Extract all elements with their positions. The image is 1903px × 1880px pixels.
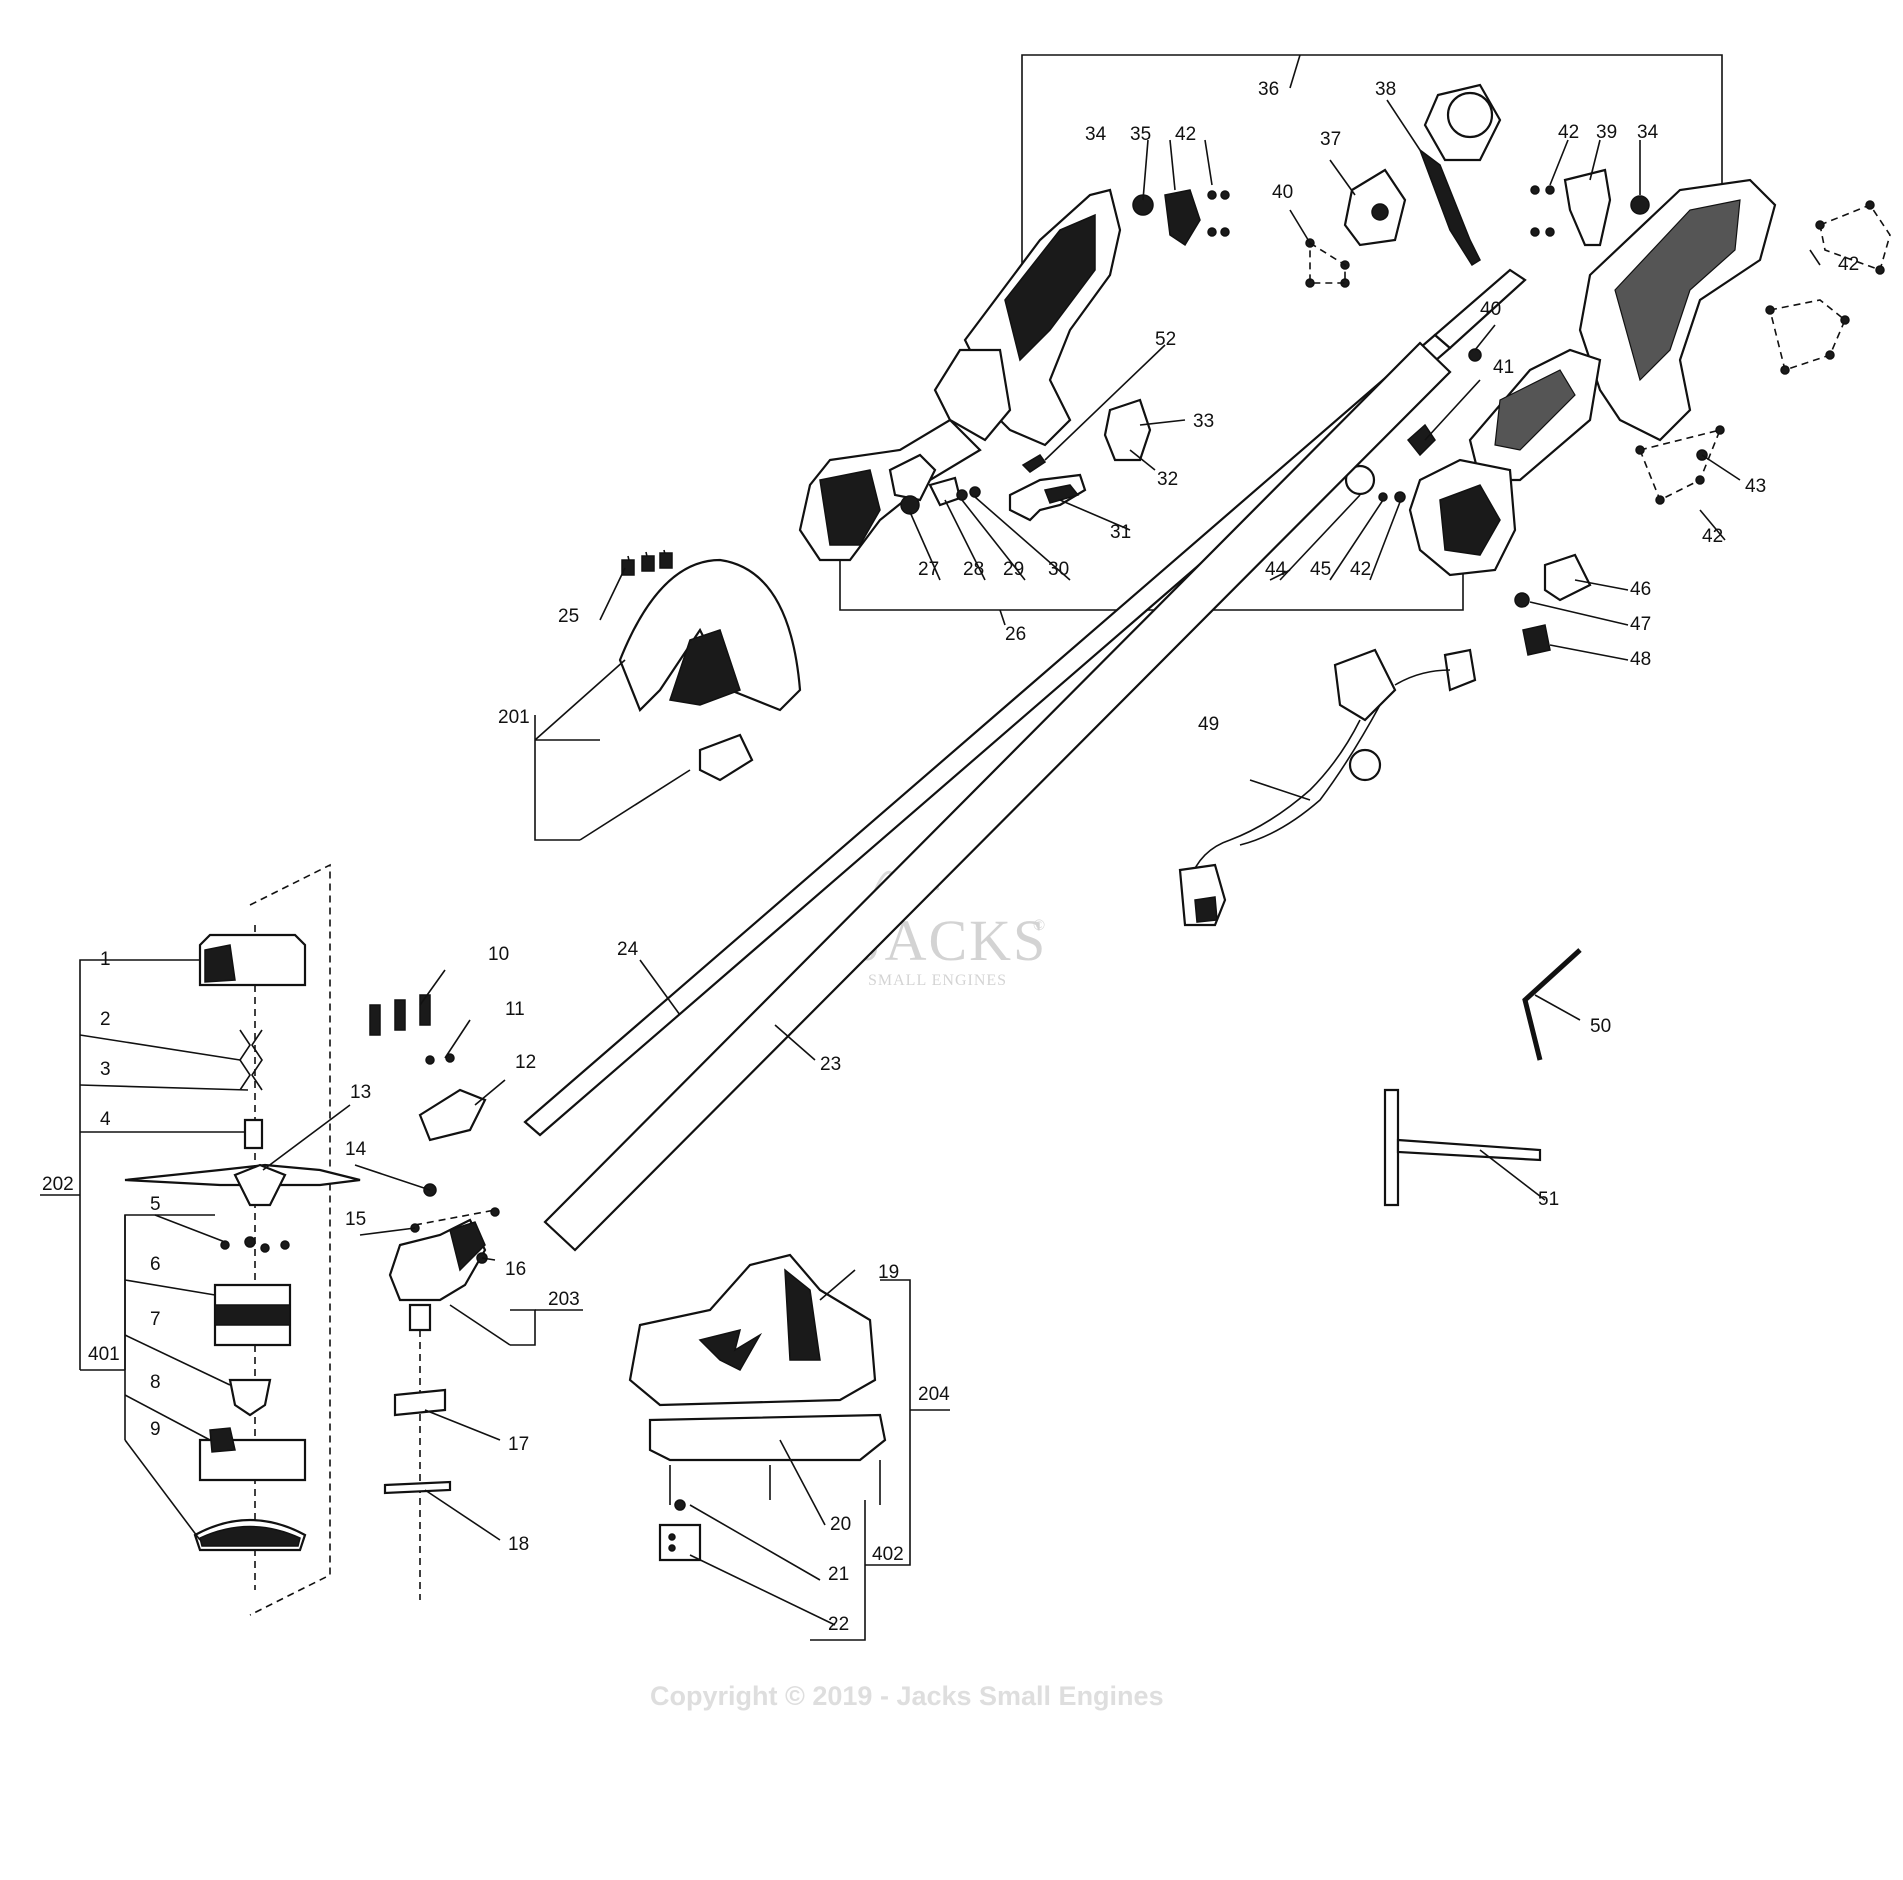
callout-41: 41 bbox=[1493, 357, 1514, 378]
callout-51: 51 bbox=[1538, 1189, 1559, 1210]
callout-13: 13 bbox=[350, 1082, 371, 1103]
copyright-text: Copyright © 2019 - Jacks Small Engines bbox=[650, 1681, 1164, 1711]
callout-50: 50 bbox=[1590, 1016, 1611, 1037]
callout-49: 49 bbox=[1198, 714, 1219, 735]
callout-40: 40 bbox=[1272, 182, 1293, 203]
assist-handle bbox=[618, 549, 802, 782]
callout-37: 37 bbox=[1320, 129, 1341, 150]
callout-11: 11 bbox=[505, 999, 525, 1020]
callout-42-right: 42 bbox=[1558, 122, 1579, 143]
callout-28: 28 bbox=[963, 559, 984, 580]
callout-46: 46 bbox=[1630, 579, 1651, 600]
callout-1: 1 bbox=[100, 949, 111, 970]
callout-30: 30 bbox=[1048, 559, 1069, 580]
callout-22: 22 bbox=[828, 1614, 849, 1635]
callout-34-right: 34 bbox=[1637, 122, 1659, 143]
grass-guard bbox=[628, 1253, 887, 1562]
callout-42-far: 42 bbox=[1838, 254, 1859, 275]
shafts bbox=[523, 268, 1527, 1252]
watermark-logo-copyright: © bbox=[1033, 917, 1046, 934]
callout-26: 26 bbox=[1005, 624, 1026, 645]
callout-44: 44 bbox=[1265, 559, 1287, 580]
callout-45: 45 bbox=[1310, 559, 1331, 580]
callout-32: 32 bbox=[1157, 469, 1178, 490]
callout-402: 402 bbox=[872, 1544, 904, 1565]
callout-10: 10 bbox=[488, 944, 509, 965]
callout-2: 2 bbox=[100, 1009, 111, 1030]
callout-204: 204 bbox=[918, 1384, 950, 1405]
housing-frame bbox=[839, 54, 1723, 626]
callout-43: 43 bbox=[1745, 476, 1766, 497]
right-housing-half bbox=[1408, 178, 1777, 577]
callout-12: 12 bbox=[515, 1052, 536, 1073]
callout-labels: 36 38 34 35 42 37 40 42 39 34 42 40 52 4… bbox=[42, 79, 1859, 1635]
callout-34: 34 bbox=[1085, 124, 1107, 145]
callout-48: 48 bbox=[1630, 649, 1651, 670]
callout-42-collar: 42 bbox=[1350, 559, 1371, 580]
callout-35: 35 bbox=[1130, 124, 1151, 145]
callout-18: 18 bbox=[508, 1534, 529, 1555]
callout-33: 33 bbox=[1193, 411, 1214, 432]
callout-8: 8 bbox=[150, 1372, 161, 1393]
left-housing-half bbox=[798, 188, 1122, 562]
callout-27: 27 bbox=[918, 559, 939, 580]
callout-6: 6 bbox=[150, 1254, 161, 1275]
callout-38: 38 bbox=[1375, 79, 1396, 100]
trimmer-head bbox=[124, 863, 361, 1616]
callout-9: 9 bbox=[150, 1419, 161, 1440]
callout-36: 36 bbox=[1258, 79, 1279, 100]
callout-15: 15 bbox=[345, 1209, 366, 1230]
tools bbox=[1383, 948, 1582, 1207]
callout-17: 17 bbox=[508, 1434, 529, 1455]
callout-201: 201 bbox=[498, 707, 530, 728]
watermark-logo-subtext: SMALL ENGINES bbox=[868, 972, 1007, 989]
callout-4: 4 bbox=[100, 1109, 111, 1130]
callout-39: 39 bbox=[1596, 122, 1617, 143]
wiring-harness bbox=[1178, 648, 1477, 927]
callout-21: 21 bbox=[828, 1564, 849, 1585]
callout-24: 24 bbox=[617, 939, 639, 960]
callout-31: 31 bbox=[1110, 522, 1131, 543]
callout-203: 203 bbox=[548, 1289, 580, 1310]
callout-202: 202 bbox=[42, 1174, 74, 1195]
callout-25: 25 bbox=[558, 606, 579, 627]
internal-parts bbox=[900, 83, 1891, 656]
callout-16: 16 bbox=[505, 1259, 526, 1280]
callout-401: 401 bbox=[88, 1344, 120, 1365]
callout-3: 3 bbox=[100, 1059, 111, 1080]
callout-14: 14 bbox=[345, 1139, 367, 1160]
leader-lines bbox=[154, 99, 1821, 1626]
callout-52: 52 bbox=[1155, 329, 1176, 350]
callout-7: 7 bbox=[150, 1309, 161, 1330]
callout-23: 23 bbox=[820, 1054, 841, 1075]
callout-29: 29 bbox=[1003, 559, 1024, 580]
callout-42-lower: 42 bbox=[1702, 526, 1723, 547]
callout-42-top: 42 bbox=[1175, 124, 1196, 145]
callout-19: 19 bbox=[878, 1262, 899, 1283]
callout-47: 47 bbox=[1630, 614, 1651, 635]
callout-5: 5 bbox=[150, 1194, 161, 1215]
callout-20: 20 bbox=[830, 1514, 851, 1535]
callout-40-mid: 40 bbox=[1480, 299, 1501, 320]
gear-head bbox=[369, 994, 500, 1600]
group-brackets bbox=[40, 659, 950, 1641]
